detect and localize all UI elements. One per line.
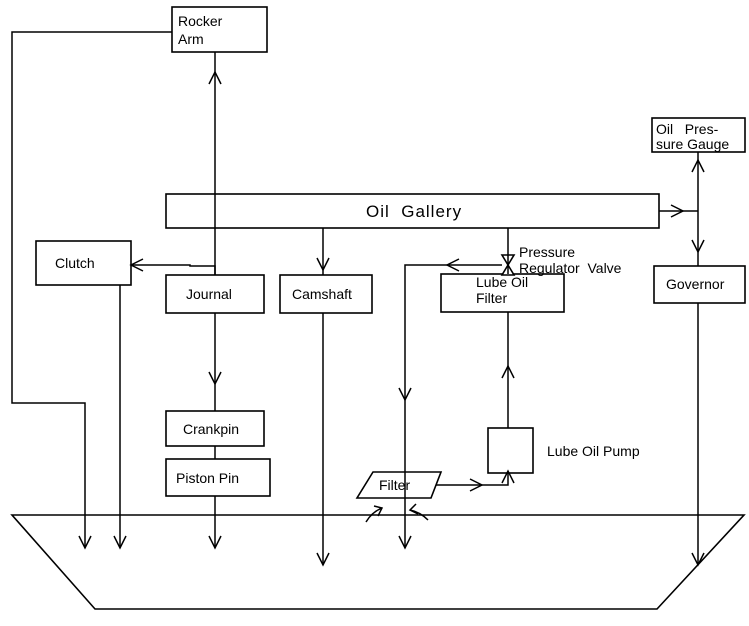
rocker-arm-box xyxy=(171,6,268,53)
rocker-arm-return-line xyxy=(11,31,172,548)
filter-box xyxy=(355,471,443,499)
piston-pin-label: Piston Pin xyxy=(176,470,239,486)
journal-label: Journal xyxy=(186,286,232,302)
journal-to-clutch-line xyxy=(131,264,216,275)
rocker-arm-label: Rocker Arm xyxy=(178,13,226,47)
clutch-box xyxy=(35,240,132,286)
crankpin-label: Crankpin xyxy=(183,421,239,437)
filter-label: Filter xyxy=(379,477,410,493)
clutch-label: Clutch xyxy=(55,255,95,271)
piston-pin-box xyxy=(165,458,271,497)
governor-box xyxy=(653,265,746,304)
oil-gallery-label: Oil Gallery xyxy=(366,202,462,221)
camshaft-box xyxy=(279,274,373,314)
camshaft-label: Camshaft xyxy=(292,286,352,302)
lube-oil-pump-box xyxy=(487,427,534,474)
pressure-regulator-valve-label: Pressure Regulator Valve xyxy=(0,0,633,276)
relief-return-line xyxy=(404,264,502,548)
oil-pressure-gauge-label: Oil Pres- sure Gauge xyxy=(0,0,741,152)
oil-pressure-gauge-box xyxy=(651,117,746,153)
suction-arrow-left xyxy=(365,507,383,523)
governor-label: Governor xyxy=(666,276,725,292)
lube-oil-filter-label: Lube Oil Filter xyxy=(476,274,532,306)
oil-sump xyxy=(10,514,746,610)
lube-oil-filter-box xyxy=(440,273,565,313)
lube-oil-pump-label: Lube Oil Pump xyxy=(547,443,640,459)
filter-to-pump-line xyxy=(436,473,509,486)
oil-gallery-box xyxy=(165,193,660,229)
